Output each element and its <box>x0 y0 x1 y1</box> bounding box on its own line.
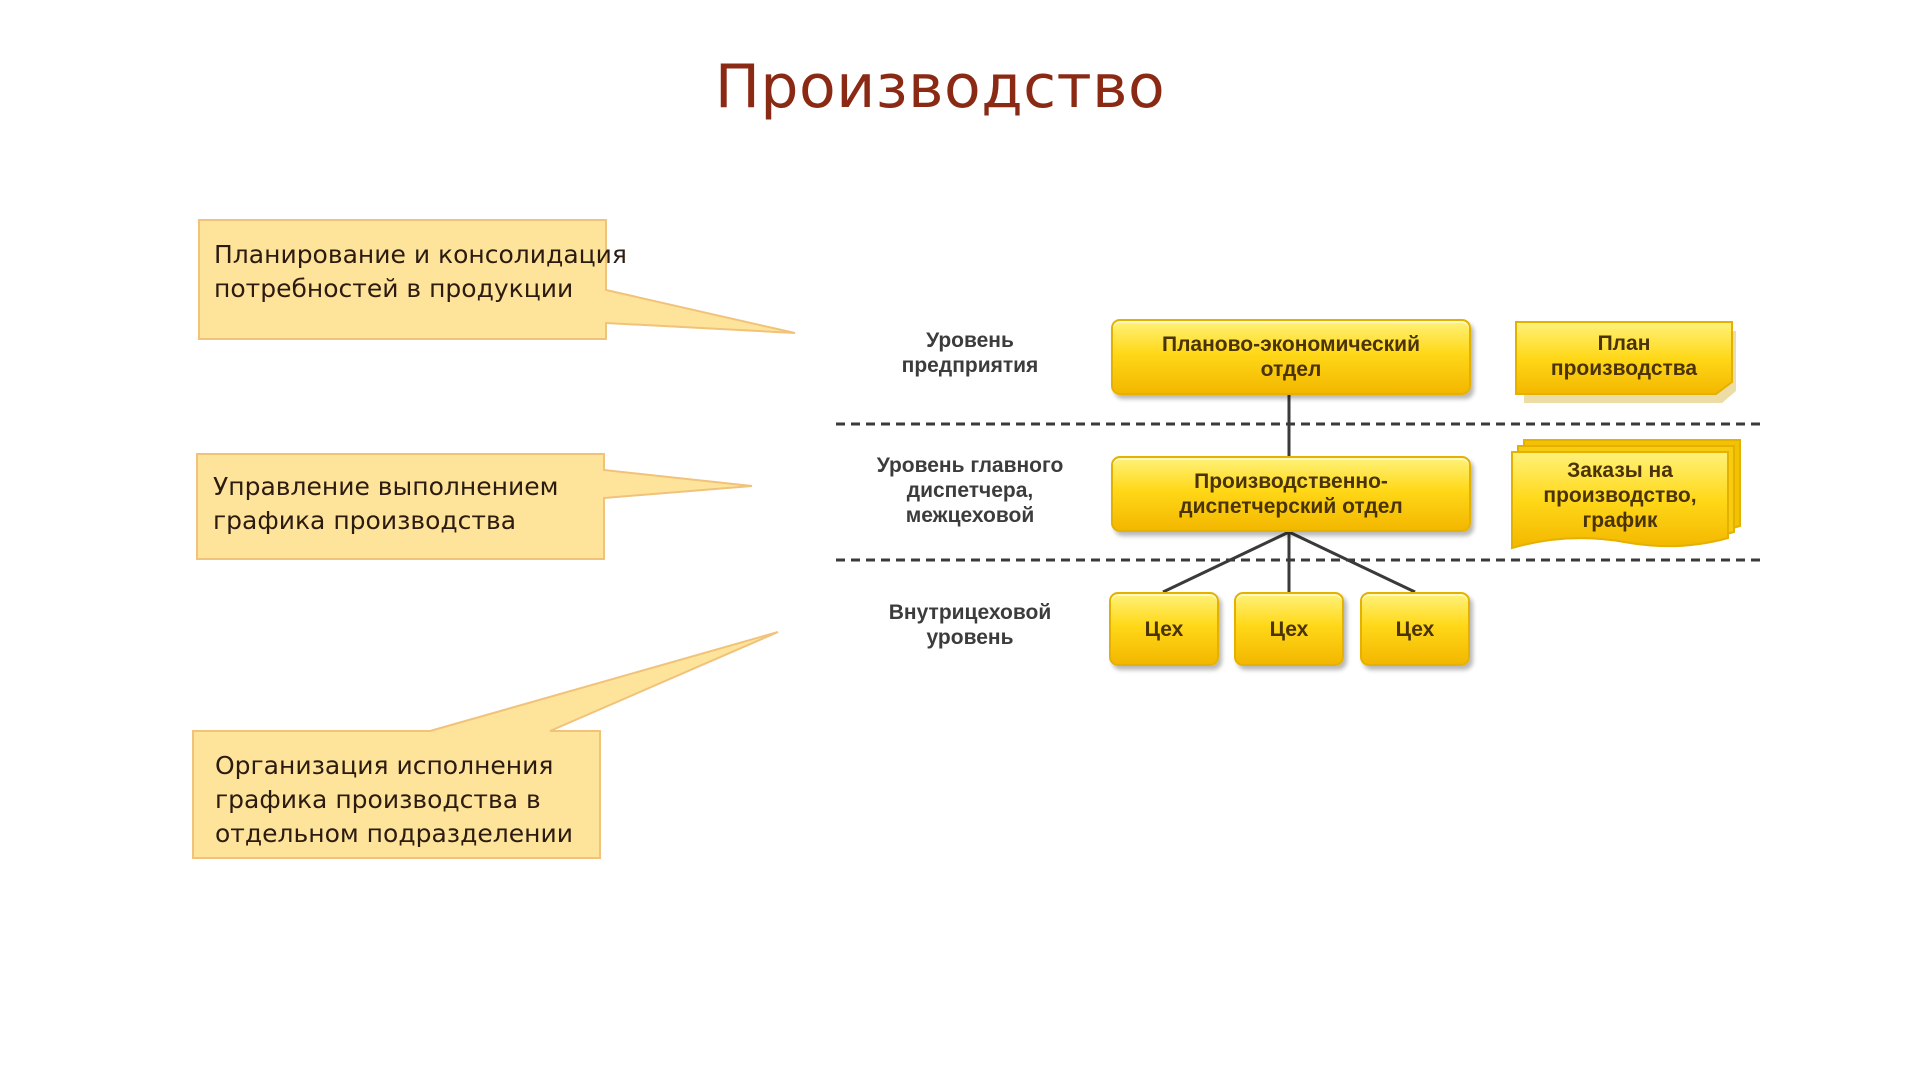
document-plan-shape <box>1515 321 1736 403</box>
box-workshop-3: Цех <box>1360 592 1470 666</box>
connector-dispatch-workshop-1 <box>1162 530 1290 594</box>
level-label-line: межцеховой <box>905 504 1035 527</box>
document-orders-line-2: производство, <box>1543 483 1697 507</box>
level-label-line: Уровень главного <box>876 454 1064 477</box>
box-workshop-1: Цех <box>1109 592 1219 666</box>
level-label-line: уровень <box>926 626 1014 649</box>
level-label-line: предприятия <box>901 354 1039 377</box>
document-plan-line-2: производства <box>1550 357 1698 380</box>
box-dispatch-line-1: Производственно- <box>1194 470 1388 493</box>
callout-1-text: Планирование и консолидация потребностей… <box>214 238 627 306</box>
box-planning-department: Планово-экономический отдел <box>1111 319 1471 395</box>
box-dispatch-department: Производственно- диспетчерский отдел <box>1111 456 1471 532</box>
document-orders-shape <box>1511 439 1741 550</box>
document-orders-line-1: Заказы на <box>1567 458 1673 482</box>
callout-3-line-2: графика производства в <box>215 785 541 814</box>
callout-3-line-1: Организация исполнения <box>215 751 554 780</box>
level-label-line: диспетчера, <box>906 479 1034 502</box>
callout-2-line-2: графика производства <box>213 506 517 535</box>
callout-2-shape <box>196 453 753 560</box>
level-label-workshop: Внутрицеховой уровень <box>855 600 1085 650</box>
level-label-line: Внутрицеховой <box>888 601 1052 624</box>
box-planning-line-2: отдел <box>1260 358 1322 381</box>
callout-2-line-1: Управление выполнением <box>213 472 559 501</box>
callout-3-text: Организация исполнения графика производс… <box>215 749 573 851</box>
box-workshop-2: Цех <box>1234 592 1344 666</box>
connector-dispatch-workshop-3 <box>1288 530 1416 594</box>
document-plan-text: План производства <box>1516 324 1732 388</box>
callout-3-line-3: отдельном подразделении <box>215 819 573 848</box>
callout-1-line-2: потребностей в продукции <box>214 274 574 303</box>
level-label-line: Уровень <box>926 329 1014 352</box>
callout-1-shape <box>198 219 796 340</box>
callout-2-text: Управление выполнением графика производс… <box>213 470 558 538</box>
box-dispatch-line-2: диспетчерский отдел <box>1179 495 1403 518</box>
document-orders-line-3: график <box>1582 508 1658 532</box>
document-plan-line-1: План <box>1597 332 1651 355</box>
level-label-dispatcher: Уровень главного диспетчера, межцеховой <box>855 453 1085 528</box>
page-title: Производство <box>714 52 1166 122</box>
level-label-enterprise: Уровень предприятия <box>855 328 1085 378</box>
callout-1-line-1: Планирование и консолидация <box>214 240 627 269</box>
callout-3-shape <box>192 631 779 859</box>
box-planning-line-1: Планово-экономический <box>1161 333 1421 356</box>
document-orders-text: Заказы на производство, график <box>1512 454 1728 536</box>
